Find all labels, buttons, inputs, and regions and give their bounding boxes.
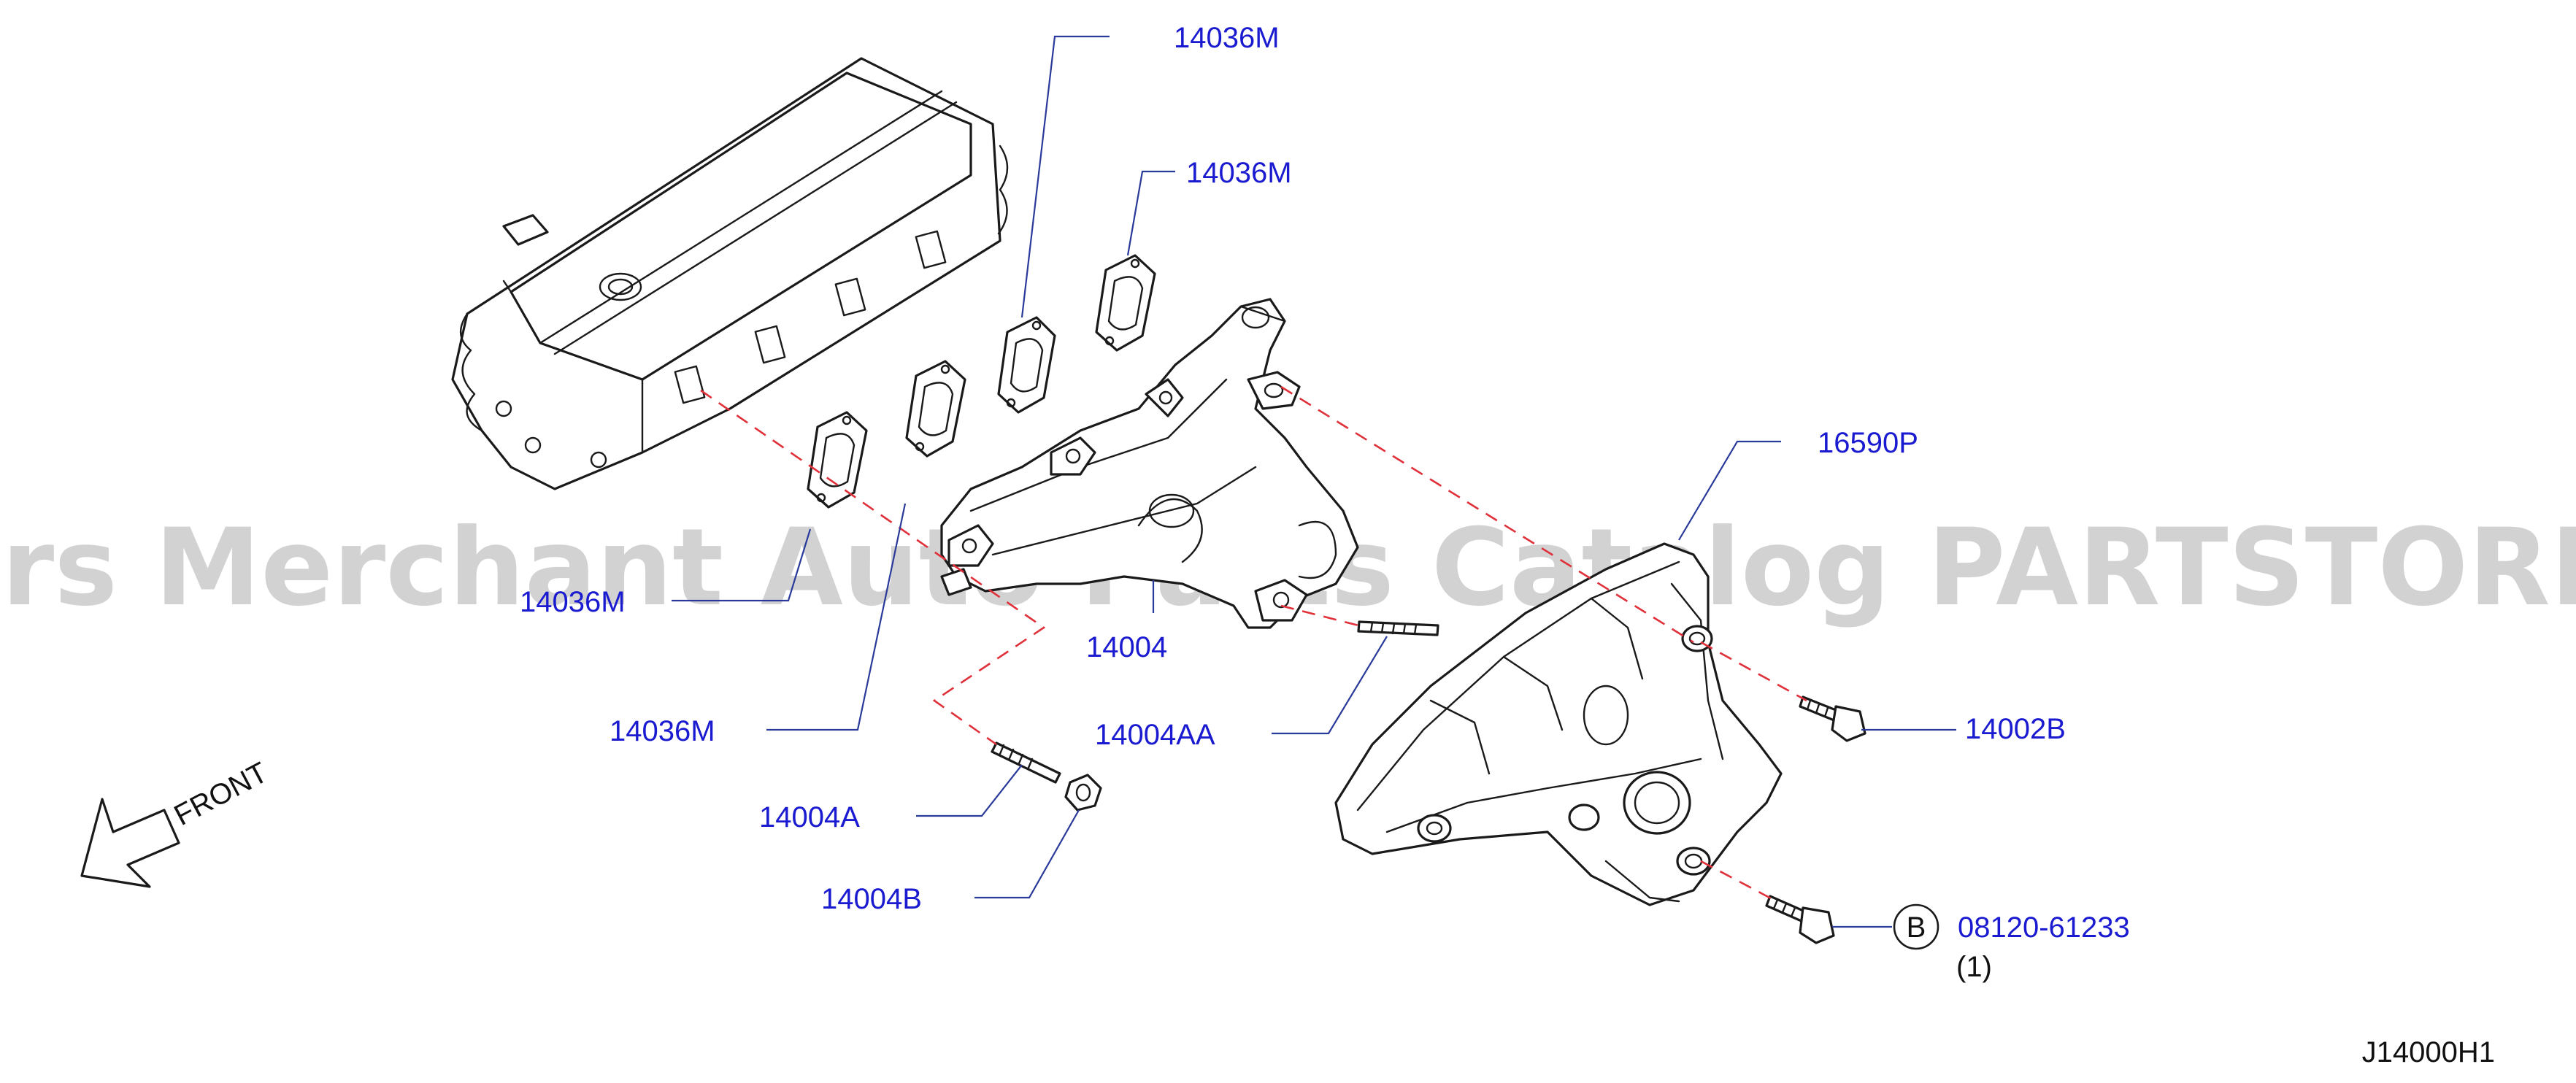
nut: [1064, 774, 1102, 812]
gasket-2: [1095, 254, 1156, 352]
label-stud-short: 14004A: [759, 801, 860, 833]
bolt-b-symbol: B: [1907, 912, 1926, 944]
centerlines: [700, 385, 1807, 901]
label-gasket-1: 14036M: [1174, 22, 1280, 54]
stud-short: [991, 741, 1061, 784]
front-direction-arrow: FRONT: [80, 756, 273, 888]
bolt-insulator: [1799, 695, 1866, 742]
label-gasket-2: 14036M: [1186, 157, 1292, 189]
label-stud-long: 14004AA: [1095, 719, 1215, 751]
label-gasket-4: 14036M: [610, 715, 715, 747]
gasket-1: [997, 316, 1056, 414]
leader-lines: [672, 35, 1956, 928]
exhaust-manifold: [940, 298, 1359, 629]
front-label: FRONT: [169, 756, 273, 832]
cylinder-head: [451, 57, 1009, 490]
label-bolt-b-qty: (1): [1956, 951, 1992, 983]
label-nut: 14004B: [821, 883, 922, 915]
stud-long: [1357, 620, 1439, 636]
label-bolt-b: 08120-61233: [1958, 912, 2130, 944]
bolt-b-callout: B 08120-61233 (1): [1893, 903, 2130, 983]
label-gasket-3: 14036M: [520, 586, 626, 618]
label-bolt-insulator: 14002B: [1965, 713, 2066, 745]
gasket-4: [807, 411, 868, 509]
heat-insulator: [1334, 542, 1783, 906]
label-manifold: 14004: [1086, 631, 1167, 663]
label-heat-insulator: 16590P: [1818, 427, 1918, 459]
bolt-b: [1765, 895, 1835, 944]
gasket-3: [905, 360, 966, 458]
diagram-code: J14000H1: [2362, 1036, 2495, 1068]
